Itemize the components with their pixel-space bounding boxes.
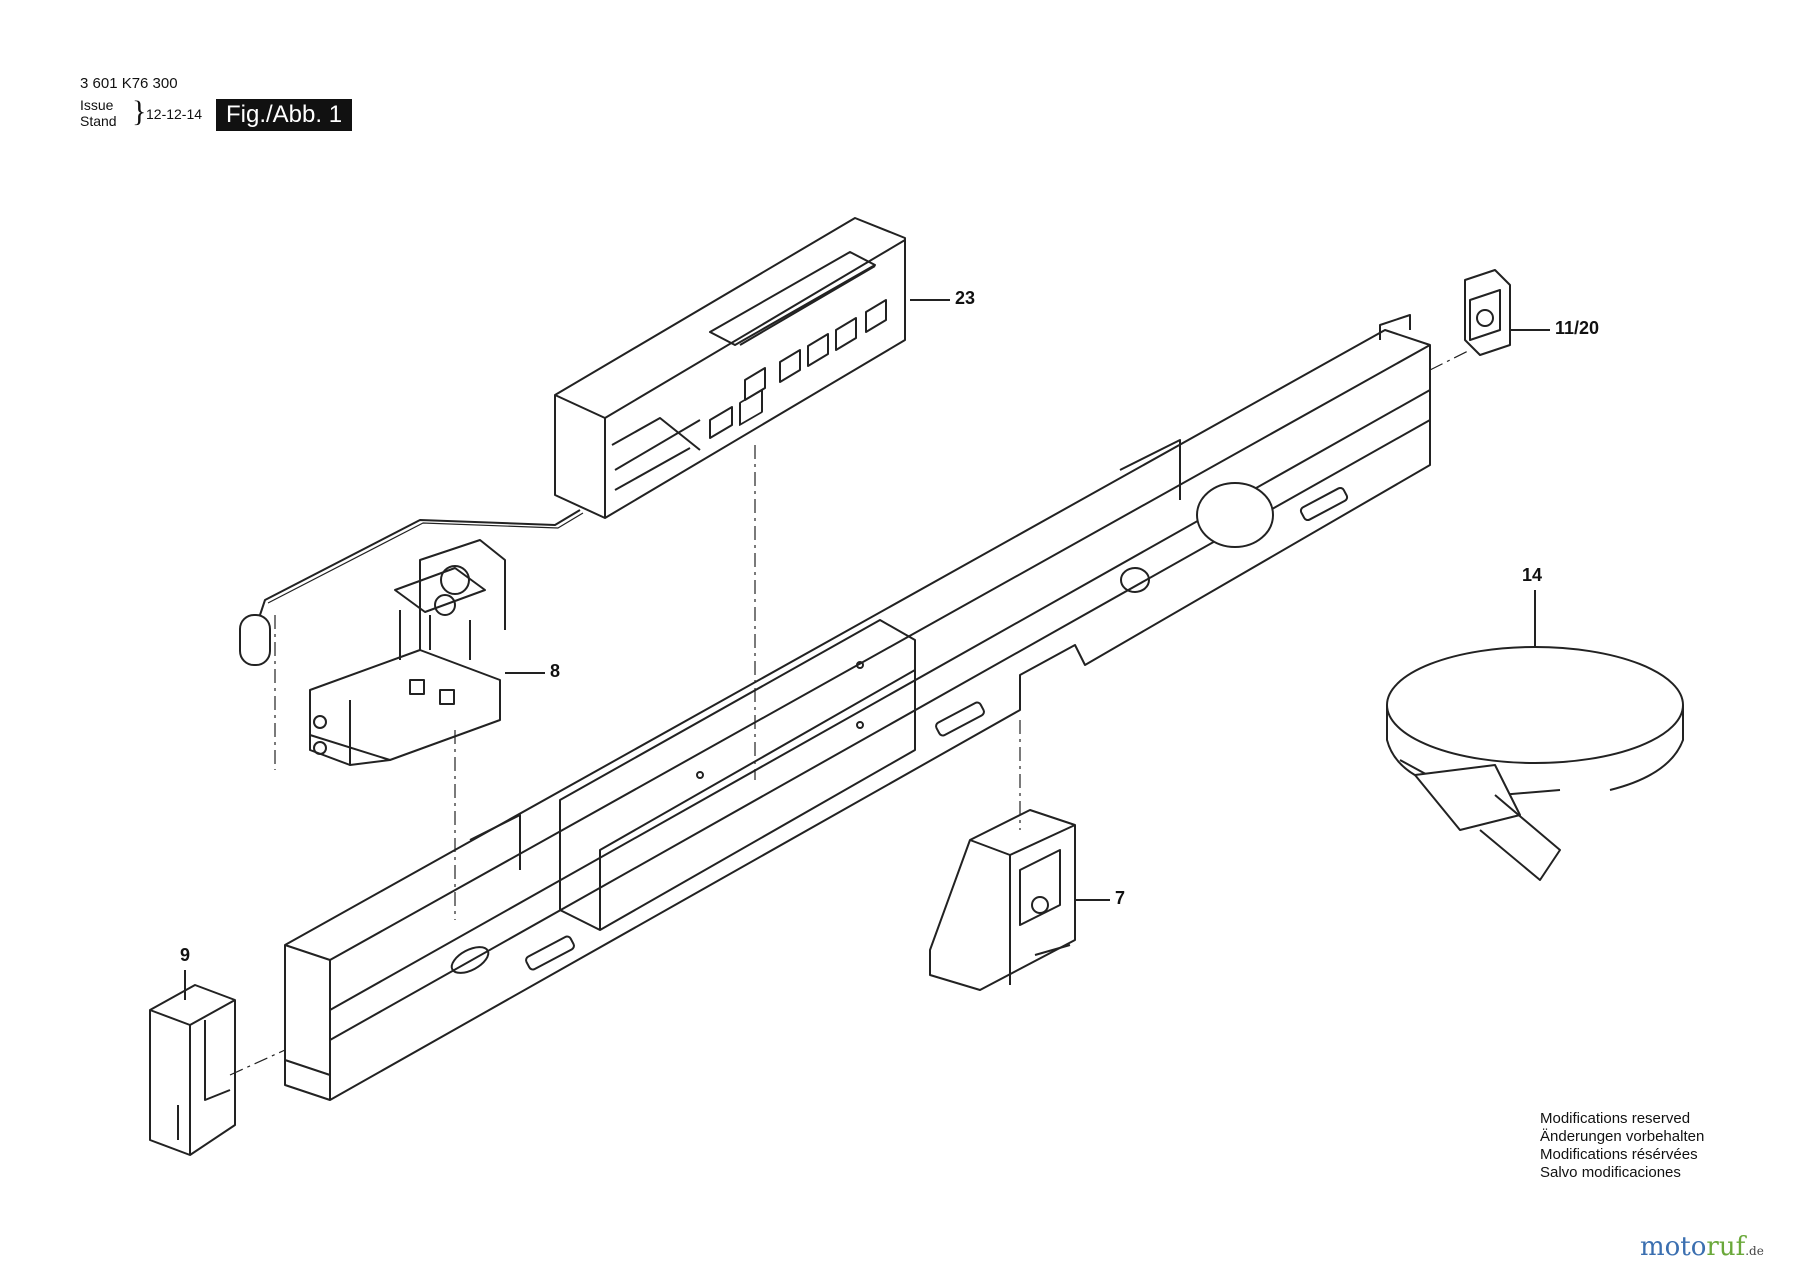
- main-housing: [284, 314, 1431, 1101]
- callout-8: 8: [550, 661, 561, 681]
- watermark-part1: moto: [1640, 1232, 1707, 1262]
- stand-label: Stand: [80, 113, 117, 129]
- brace-glyph: }: [132, 95, 147, 128]
- callout-11-20: 11/20: [1555, 318, 1600, 338]
- modifications-notice: Modifications reserved Änderungen vorbeh…: [1540, 1110, 1704, 1182]
- part-number: 3 601 K76 300: [80, 75, 178, 92]
- sensor-module-part-8: [309, 539, 506, 766]
- callout-14: 14: [1522, 565, 1543, 585]
- issue-date: 12-12-14: [146, 106, 203, 122]
- strap-part-14: [1386, 646, 1684, 881]
- issue-stand-labels: Issue Stand: [80, 97, 117, 129]
- issue-label: Issue: [80, 97, 114, 113]
- note-line-de: Änderungen vorbehalten: [1540, 1128, 1705, 1145]
- note-line-es: Salvo modificaciones: [1540, 1164, 1681, 1181]
- figure-label: Fig./Abb. 1: [216, 99, 353, 131]
- assembly-lines: [229, 349, 1471, 1076]
- callout-9: 9: [180, 945, 191, 965]
- clip-part-11-20: [1464, 269, 1511, 356]
- plug-part: [239, 614, 271, 666]
- end-cap-part-9: [149, 984, 236, 1156]
- display-unit-part-23: [554, 217, 906, 519]
- site-watermark: motoruf.de: [1640, 1232, 1764, 1262]
- watermark-part2: ruf: [1706, 1232, 1746, 1262]
- watermark-suffix: .de: [1745, 1244, 1764, 1258]
- note-line-en: Modifications reserved: [1540, 1110, 1691, 1127]
- callout-23: 23: [955, 288, 976, 308]
- callout-7: 7: [1115, 888, 1126, 908]
- note-line-fr: Modifications résérvées: [1540, 1146, 1698, 1163]
- clamp-part-7: [929, 809, 1076, 991]
